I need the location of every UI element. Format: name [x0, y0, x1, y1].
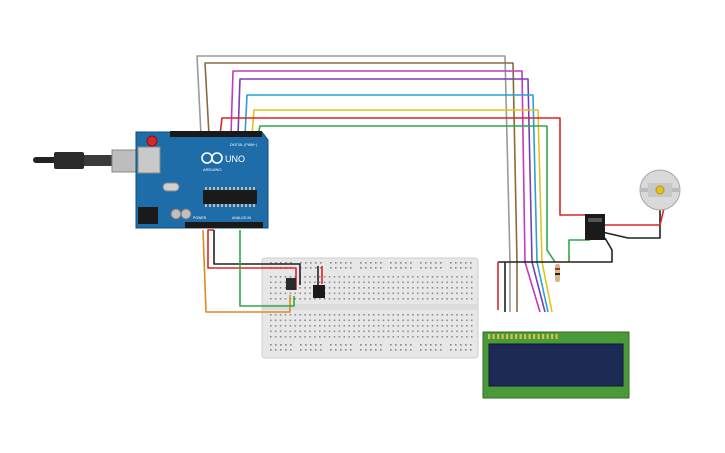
temperature-sensor[interactable]: [286, 278, 296, 290]
board-sublogo: ARDUINO: [203, 167, 221, 172]
wire-red-top: [219, 117, 585, 216]
wire-magenta: [230, 70, 541, 313]
ir-receiver[interactable]: [313, 285, 325, 298]
breadboard[interactable]: [261, 257, 479, 359]
relay-icon[interactable]: [585, 214, 605, 240]
arduino-logo: [201, 152, 223, 164]
lcd-display-icon[interactable]: [482, 331, 630, 399]
breadboard-holes: [270, 262, 473, 351]
arduino-uno-board[interactable]: UNO ARDUINO DIGITAL (PWM~) POWER ANALOG …: [135, 131, 269, 229]
wire-red-motor: [603, 199, 667, 226]
wire-green-relay: [568, 239, 590, 262]
dc-motor-icon[interactable]: [639, 169, 681, 211]
chip-pins: [205, 187, 255, 207]
wires: [196, 55, 667, 313]
wire-gray: [196, 55, 511, 312]
wire-green-left: [239, 230, 295, 307]
wire-red-left: [207, 229, 297, 290]
header-power-label: POWER: [193, 216, 207, 220]
board-logo: UNO: [225, 154, 245, 164]
wire-black-left: [213, 230, 301, 285]
resistor[interactable]: [555, 264, 560, 282]
wire-cyan: [244, 94, 549, 313]
header-digital-label: DIGITAL (PWM~): [230, 143, 257, 147]
wire-black-relay: [498, 237, 613, 263]
header-analog-label: ANALOG IN: [232, 216, 252, 220]
wire-orange: [202, 229, 291, 313]
wire-purple: [237, 78, 546, 313]
wire-black-motor: [601, 210, 661, 239]
wire-green-top: [257, 125, 556, 263]
wire-brown: [204, 62, 518, 312]
usb-cable-icon[interactable]: [33, 149, 143, 173]
lcd-pins: [488, 334, 558, 339]
